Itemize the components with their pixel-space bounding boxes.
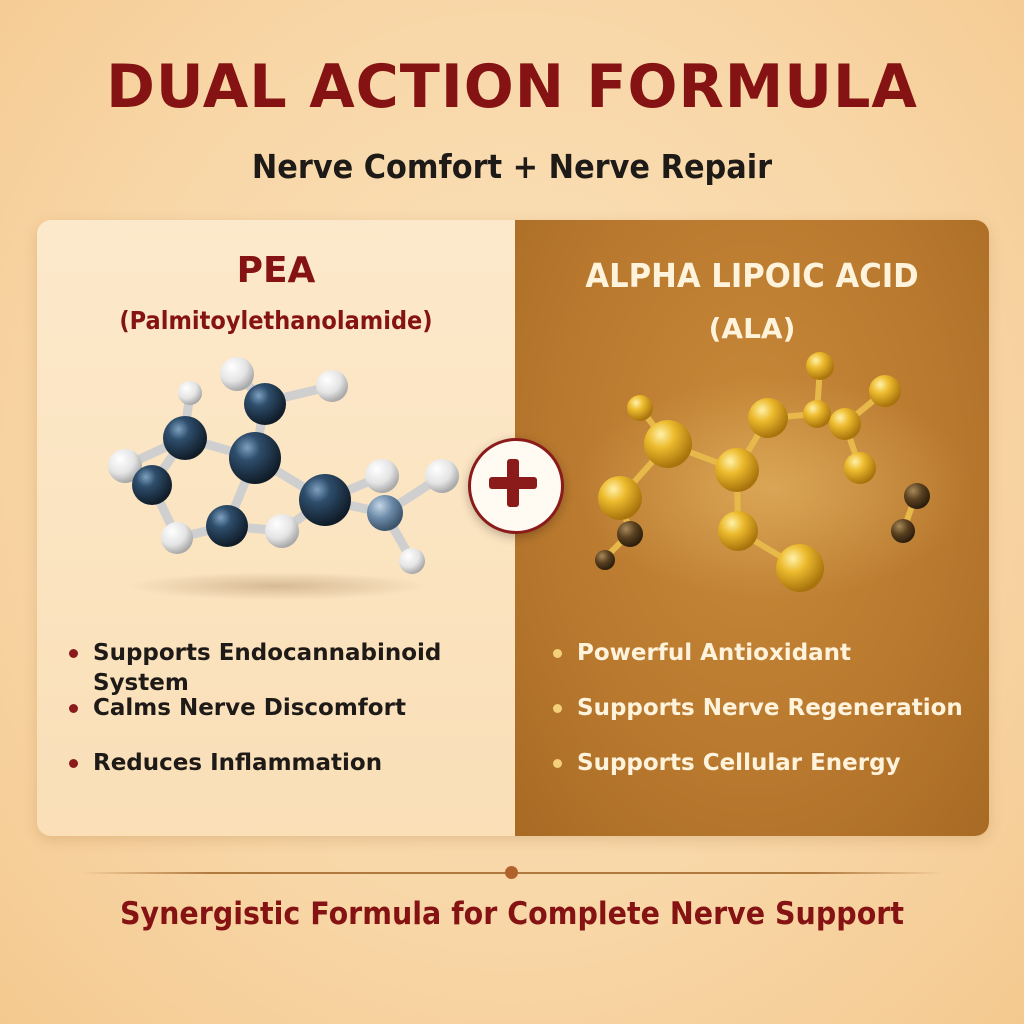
page-title: DUAL ACTION FORMULA <box>106 52 918 122</box>
plus-icon-glyph <box>489 459 537 507</box>
bullet-icon <box>553 649 562 658</box>
divider-dot-icon <box>505 866 518 879</box>
bullet-icon <box>553 704 562 713</box>
bullet-icon <box>553 759 562 768</box>
list-item: Supports Nerve Regeneration <box>551 693 963 748</box>
list-item: Supports Endocannabinoid System <box>67 638 515 696</box>
tagline: Synergistic Formula for Complete Nerve S… <box>119 896 904 932</box>
list-item: Supports Cellular Energy <box>551 748 963 803</box>
pea-molecule-icon <box>108 357 459 600</box>
ala-benefits-list: Powerful Antioxidant Supports Nerve Rege… <box>551 638 963 803</box>
list-item: Calms Nerve Discomfort <box>67 693 515 748</box>
ala-panel: ALPHA LIPOIC ACID (ALA) <box>515 220 989 836</box>
pea-full-name: (Palmitoylethanolamide) <box>119 306 433 335</box>
pea-benefits-list: Supports Endocannabinoid System Calms Ne… <box>67 638 515 803</box>
bullet-icon <box>69 759 78 768</box>
pea-name: PEA <box>236 250 316 291</box>
pea-panel: PEA (Palmitoylethanolamide) <box>37 220 515 836</box>
page-subtitle: Nerve Comfort + Nerve Repair <box>251 147 773 186</box>
plus-icon <box>468 438 564 534</box>
ala-name: ALPHA LIPOIC ACID <box>585 256 919 295</box>
bullet-icon <box>69 704 78 713</box>
ala-abbreviation: (ALA) <box>708 312 796 345</box>
list-item: Reduces Inflammation <box>67 748 515 803</box>
bullet-icon <box>69 649 78 658</box>
list-item: Powerful Antioxidant <box>551 638 963 693</box>
ala-molecule-icon <box>575 352 975 598</box>
comparison-panels: PEA (Palmitoylethanolamide) <box>37 220 989 836</box>
